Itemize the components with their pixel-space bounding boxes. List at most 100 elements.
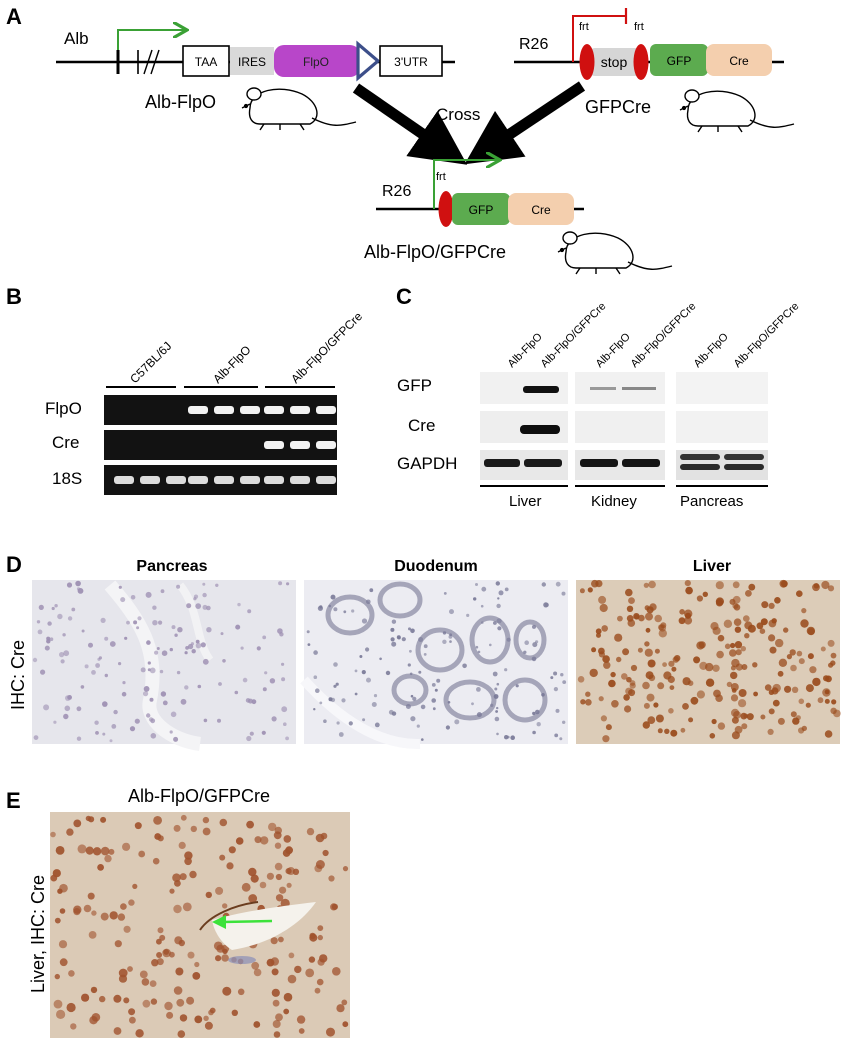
nucleus	[111, 724, 117, 729]
promoter-arrow-icon	[117, 30, 185, 50]
nucleus	[734, 641, 743, 649]
nucleus	[690, 696, 699, 705]
nucleus	[172, 873, 181, 882]
nucleus	[60, 659, 65, 664]
nucleus	[777, 717, 785, 725]
nucleus	[535, 640, 539, 644]
tissue-label: Liver	[509, 493, 542, 510]
nucleus	[717, 634, 725, 642]
nucleus	[680, 727, 686, 733]
nucleus	[431, 683, 436, 687]
nucleus	[532, 711, 536, 716]
nucleus	[176, 998, 185, 1007]
nucleus	[330, 594, 336, 600]
gel-band	[316, 476, 336, 484]
stop-label: stop	[601, 54, 628, 70]
nucleus	[585, 691, 591, 697]
nucleus	[253, 968, 262, 977]
nucleus	[605, 724, 612, 731]
nucleus	[59, 958, 68, 967]
nucleus	[85, 815, 92, 822]
nucleus	[351, 609, 355, 613]
gel-band	[290, 476, 310, 484]
nucleus	[215, 955, 222, 962]
nucleus	[434, 688, 438, 692]
nucleus	[515, 684, 519, 688]
nucleus	[328, 875, 335, 882]
nucleus	[66, 828, 74, 836]
nucleus	[62, 633, 66, 637]
nucleus	[812, 677, 821, 687]
nucleus	[772, 683, 781, 693]
nucleus	[541, 693, 545, 697]
nucleus	[275, 873, 282, 881]
gfpcre-construct	[514, 8, 784, 80]
nucleus	[711, 718, 717, 725]
nucleus	[535, 709, 540, 715]
nucleus	[176, 584, 181, 589]
gel-band	[188, 406, 208, 414]
wb-lane-label: Alb-FlpO/GFPCre	[629, 300, 699, 370]
nucleus	[117, 913, 126, 921]
nucleus	[643, 582, 649, 588]
nucleus	[97, 864, 104, 871]
nucleus	[279, 886, 287, 894]
ihc-panel-title: Duodenum	[394, 558, 478, 575]
nucleus	[336, 1004, 345, 1013]
nucleus	[732, 602, 739, 609]
nucleus	[281, 677, 286, 682]
nucleus	[76, 706, 82, 712]
gel-band	[188, 476, 208, 484]
nucleus	[481, 621, 484, 624]
nucleus	[705, 662, 714, 672]
nucleus	[169, 647, 173, 652]
nucleus	[647, 716, 656, 724]
cre-result-label: Cre	[531, 203, 551, 217]
nucleus	[260, 836, 269, 845]
nucleus	[475, 645, 479, 649]
nucleus	[744, 633, 750, 639]
nucleus	[333, 607, 338, 612]
nucleus	[418, 670, 422, 674]
nucleus	[264, 671, 268, 675]
nucleus	[328, 697, 333, 702]
nucleus	[416, 724, 420, 728]
nucleus	[362, 718, 366, 722]
nucleus	[798, 658, 805, 665]
nucleus	[821, 580, 830, 590]
nucleus	[319, 605, 323, 609]
nucleus	[118, 662, 122, 666]
nucleus	[149, 667, 156, 674]
nucleus	[146, 713, 151, 718]
nucleus	[768, 602, 775, 610]
nucleus	[174, 880, 181, 887]
nucleus	[246, 735, 252, 742]
nucleus	[741, 723, 748, 730]
nucleus	[271, 988, 280, 997]
nucleus	[130, 595, 136, 600]
nucleus	[716, 650, 724, 659]
wb-row-label: GFP	[397, 376, 432, 395]
nucleus	[157, 835, 164, 842]
nucleus	[745, 590, 752, 597]
nucleus	[85, 846, 94, 855]
nucleus	[248, 867, 257, 877]
ihc-image-liver-zoom	[50, 812, 350, 1038]
nucleus	[128, 899, 135, 906]
nucleus	[83, 904, 92, 913]
gel-band	[264, 476, 284, 484]
nucleus	[562, 720, 566, 724]
nucleus	[171, 625, 176, 630]
nucleus	[764, 684, 772, 691]
nucleus	[790, 664, 797, 672]
taa-label: TAA	[195, 55, 217, 69]
nucleus	[830, 652, 837, 659]
nucleus	[624, 705, 632, 713]
nucleus	[670, 729, 678, 737]
nucleus	[555, 708, 560, 713]
nucleus	[157, 927, 164, 934]
r26-result-label: R26	[382, 183, 411, 200]
nucleus	[190, 642, 194, 646]
nucleus	[287, 974, 297, 984]
nucleus	[47, 621, 52, 626]
